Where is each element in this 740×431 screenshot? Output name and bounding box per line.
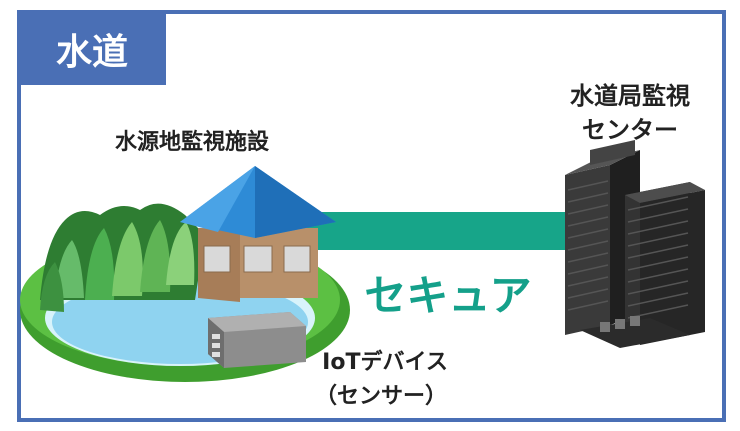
iot-label-line1: IoTデバイス (322, 350, 448, 375)
secure-label: セキュア (364, 271, 532, 320)
secure-link-band (300, 212, 580, 250)
facility-label: 水源地監視施設 (114, 130, 269, 155)
iot-label-line2: （センサー） (314, 384, 447, 409)
page-title: 水道 (18, 12, 166, 85)
center-label-line1: 水道局監視 (570, 82, 690, 110)
forest-icon (40, 203, 205, 312)
outer-frame (17, 10, 726, 422)
water-facility-icon (180, 166, 336, 302)
building-server-icon (565, 140, 705, 348)
center-label-line2: センター (582, 116, 678, 144)
iot-device-icon (208, 312, 306, 368)
